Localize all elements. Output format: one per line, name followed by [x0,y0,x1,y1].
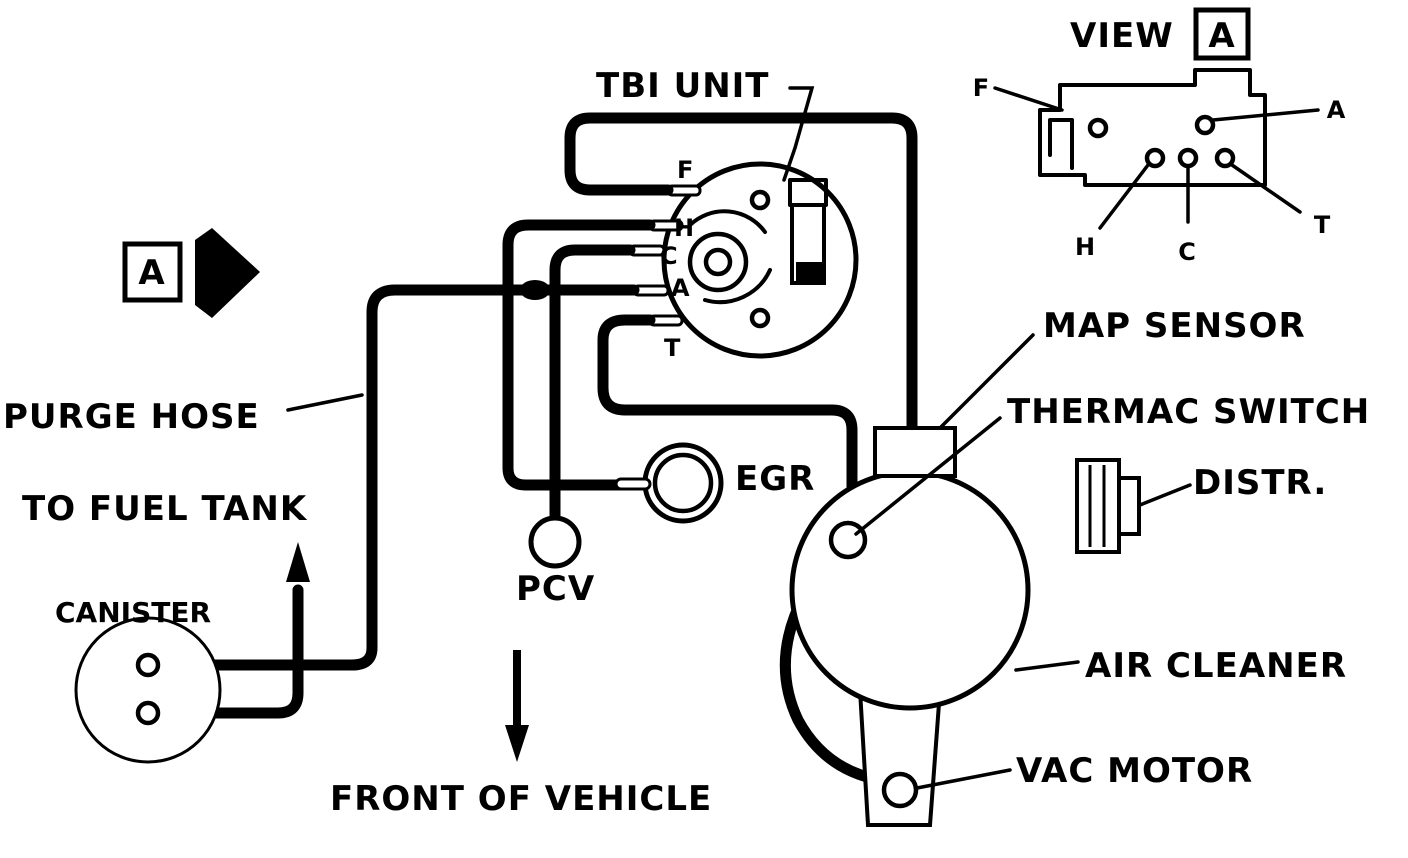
view-port-a-label: A [1327,96,1346,124]
view-a-marker-letter: A [138,253,165,293]
air-cleaner [789,426,1031,827]
hose-h-egr [502,219,656,491]
egr-valve [614,442,724,524]
tbi-port-a-label: A [671,274,690,302]
view-port-h-label: H [1075,233,1095,261]
view-a-title-letter: A [1208,16,1235,56]
purge-hose-label: PURGE HOSE [3,397,260,437]
hose-f-map [564,112,918,434]
tbi-port-f-label: F [677,156,693,184]
front-of-vehicle-arrow-icon [505,650,529,762]
view-a-marker: A [122,228,260,318]
thermac-switch-label: THERMAC SWITCH [1007,392,1370,432]
to-fuel-tank-arrow-icon [286,542,310,582]
tbi-port-c-label: C [660,242,678,270]
front-of-vehicle-label: FRONT OF VEHICLE [330,779,712,819]
view-direction-arrow-icon [195,228,260,318]
pcv-valve [528,515,582,569]
hose-a-purge [306,284,640,671]
leader-lines [286,86,1192,790]
vac-motor-label: VAC MOTOR [1016,751,1253,791]
view-port-c-label: C [1178,238,1196,266]
tbi-unit [628,161,859,359]
air-cleaner-label: AIR CLEANER [1085,646,1347,686]
view-port-f-label: F [973,74,989,102]
tbi-unit-label: TBI UNIT [596,66,770,106]
view-a-detail: F A H C T [973,7,1346,266]
to-fuel-tank-label: TO FUEL TANK [22,489,308,529]
map-sensor-label: MAP SENSOR [1043,306,1306,346]
distributor [1075,458,1141,554]
egr-label: EGR [735,459,815,499]
canister [74,616,222,764]
hose-c-pcv [549,244,636,526]
tbi-port-h-label: H [674,214,694,242]
hose-canister-lower [144,584,304,719]
tbi-port-t-label: T [664,334,681,362]
pcv-label: PCV [516,569,595,609]
canister-label: CANISTER [55,596,211,629]
distr-label: DISTR. [1193,463,1327,503]
vac-motor [881,771,919,809]
view-a-title: VIEW [1070,16,1174,56]
view-port-t-label: T [1314,211,1331,239]
thermac-switch-port [828,520,868,560]
hose-t-thermac [597,314,858,534]
